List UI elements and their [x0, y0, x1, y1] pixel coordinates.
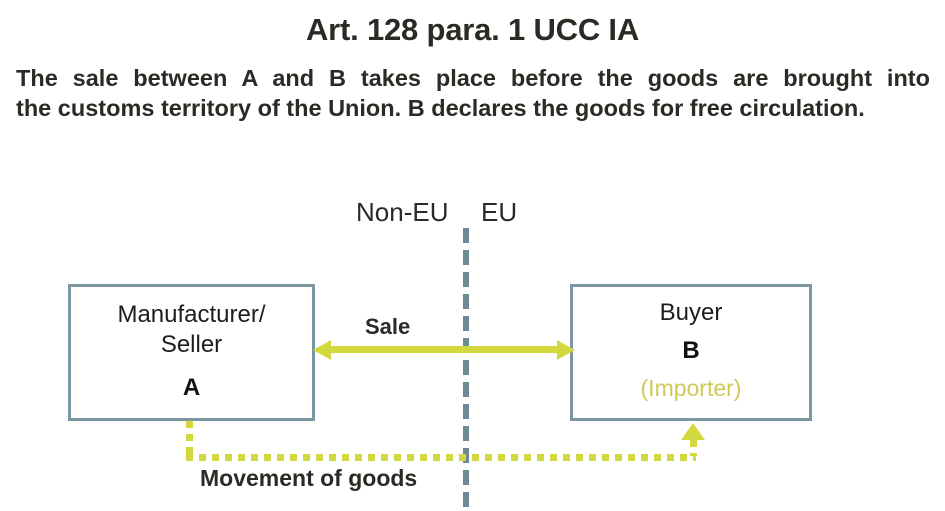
movement-path-riser-segment: [690, 440, 697, 456]
seller-code: A: [182, 374, 201, 401]
subtitle-party-a: A: [241, 65, 258, 91]
subtitle-line-2: the customs territory of the Union. B de…: [16, 93, 930, 123]
zone-label-eu: EU: [481, 197, 518, 227]
arrow-right-head-icon: [557, 340, 575, 360]
seller-name: Manufacturer/ Seller: [117, 301, 266, 358]
page-title: Art. 128 para. 1 UCC IA: [305, 12, 640, 47]
subtitle-paragraph: The sale between A and B takes place bef…: [16, 63, 930, 123]
buyer-code: B: [682, 337, 700, 364]
subtitle-line-2-post: declares the goods for free circulation.: [424, 95, 865, 121]
buyer-role: (Importer): [640, 375, 742, 401]
sale-double-arrow: [313, 340, 575, 360]
movement-flow-label: Movement of goods: [200, 465, 418, 491]
movement-path-horizontal-segment: [186, 454, 696, 461]
eu-customs-border-line: [463, 228, 469, 511]
subtitle-party-b: B: [329, 65, 346, 91]
arrow-left-head-icon: [313, 340, 331, 360]
subtitle-party-b-2: B: [407, 95, 425, 121]
arrow-shaft: [329, 346, 559, 353]
subtitle-line-1-post: takes place before the goods are brought…: [346, 65, 930, 91]
subtitle-line-1-mid: and: [257, 65, 330, 91]
buyer-name: Buyer: [659, 299, 723, 326]
entity-box-buyer: Buyer B (Importer): [570, 284, 812, 421]
movement-path-vertical-segment: [186, 421, 193, 460]
sale-flow-label: Sale: [365, 314, 411, 339]
entity-box-seller: Manufacturer/ Seller A: [68, 284, 315, 421]
subtitle-line-1: The sale between A and B takes place bef…: [16, 63, 930, 93]
subtitle-line-1-pre: The sale between: [16, 65, 242, 91]
zone-label-non-eu: Non-EU: [356, 197, 449, 227]
movement-arrow-up-head-icon: [681, 423, 705, 440]
subtitle-line-2-pre: the customs territory of the Union.: [16, 95, 408, 121]
